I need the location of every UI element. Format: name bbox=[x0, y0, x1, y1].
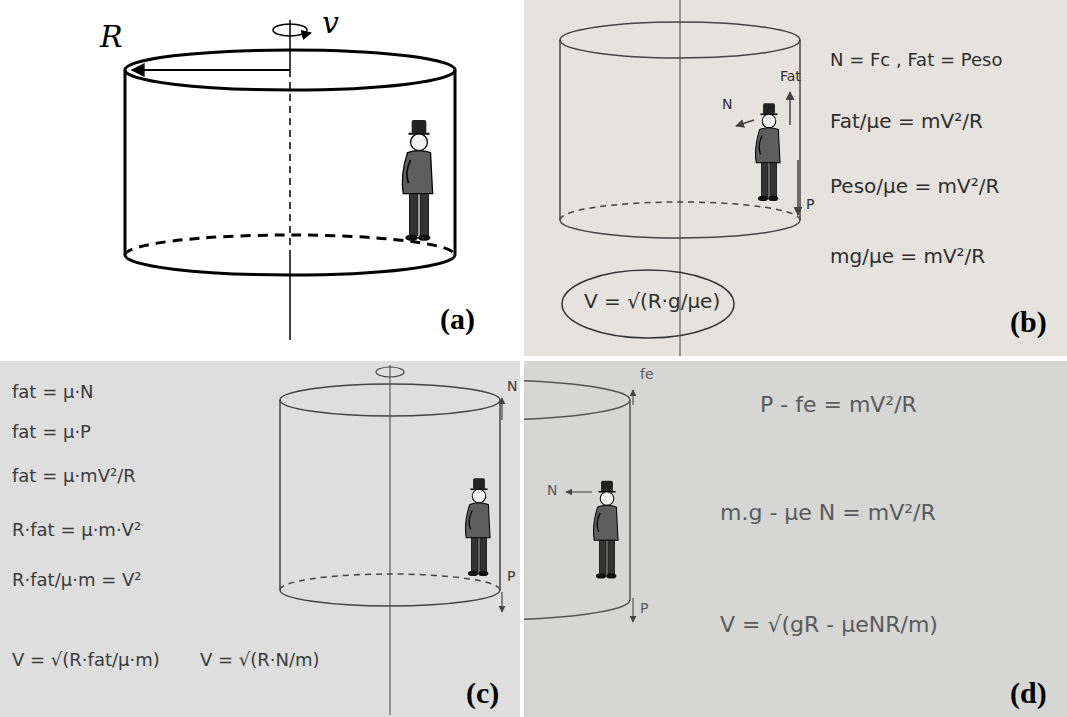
equation: V = √(R·N/m) bbox=[200, 650, 320, 671]
equation: m.g - μe N = mV²/R bbox=[720, 500, 936, 525]
force-label: N bbox=[547, 482, 557, 498]
equation: Peso/μe = mV²/R bbox=[830, 175, 999, 198]
equation: R·fat = μ·m·V² bbox=[12, 520, 141, 541]
equation: fat = μ·P bbox=[12, 422, 91, 443]
force-label: P bbox=[806, 196, 814, 212]
result-equation: V = √(R·g/μe) bbox=[584, 290, 720, 313]
force-label: N bbox=[722, 96, 732, 112]
force-label: N bbox=[507, 378, 517, 394]
equation: fat = μ·N bbox=[12, 382, 94, 403]
panel-letter: (c) bbox=[466, 676, 499, 711]
equation: V = √(R·fat/μ·m) bbox=[12, 650, 160, 671]
panel-letter: (a) bbox=[440, 302, 475, 337]
equation: mg/μe = mV²/R bbox=[830, 245, 985, 268]
equation: fat = μ·mV²/R bbox=[12, 466, 136, 487]
force-label: P bbox=[507, 568, 515, 584]
speed-label: v bbox=[322, 6, 339, 41]
equation: V = √(gR - μeNR/m) bbox=[720, 612, 938, 637]
panel-letter: (d) bbox=[1010, 676, 1047, 711]
force-label: fe bbox=[640, 366, 654, 382]
radius-label: R bbox=[100, 20, 123, 55]
panel-letter: (b) bbox=[1010, 305, 1047, 340]
equation: N = Fc , Fat = Peso bbox=[830, 50, 1002, 71]
equation: R·fat/μ·m = V² bbox=[12, 570, 141, 591]
force-label: P bbox=[640, 600, 648, 616]
equation: Fat/μe = mV²/R bbox=[830, 110, 983, 133]
equation: P - fe = mV²/R bbox=[760, 392, 917, 417]
force-label: Fat bbox=[780, 68, 801, 84]
